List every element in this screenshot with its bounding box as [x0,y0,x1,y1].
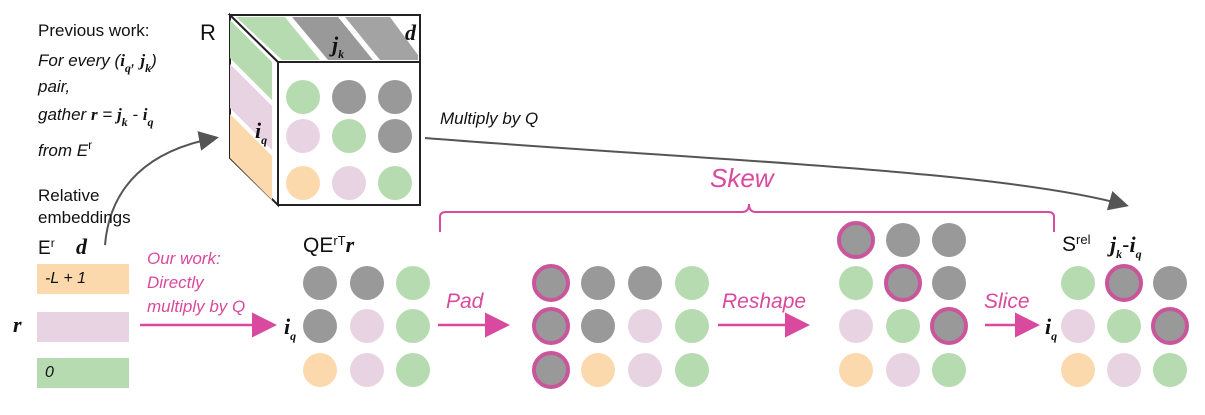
cube-top-face [227,14,421,63]
reshaped-matrix [837,221,968,387]
cube-left-face [229,12,279,208]
qer-matrix [303,266,430,387]
multiply-label: Multiply by Q [440,109,539,128]
cube-label-iq: iq [255,118,268,147]
er-label: Er [38,236,55,259]
multiply-arrow [424,137,1129,211]
pad-label: Pad [446,290,484,313]
gather-arrow [104,131,219,246]
srel-label: Srel [1062,232,1091,256]
our-work-line2: Directly [147,273,204,292]
embedding-bar-top: -L + 1 [37,264,129,294]
prev-work-line5: from Er [38,138,93,160]
slice-label: Slice [984,290,1030,313]
reshape-label: Reshape [722,290,807,313]
prev-work-title: Previous work: [38,21,150,40]
embedding-bar-bottom: 0 [37,358,129,388]
prev-work-line2: For every (iq, jk) [38,51,157,75]
skew-label: Skew [710,163,774,193]
cube-label-d: d [405,20,416,45]
relative-label-line1: Relative [38,186,100,205]
srel-jk-iq-label: jk-iq [1110,232,1142,261]
prev-work-line4: gather r = jk - iq [38,105,154,129]
srel-matrix [1061,264,1189,387]
prev-work-line3: pair, [38,77,71,96]
our-work-line3: multiply by Q [147,297,246,316]
qer-label: QErTr [303,232,355,257]
bars-r-label: r [13,312,22,337]
skew-bracket [439,203,1055,232]
cube-circles [286,80,412,200]
our-work-line1: Our work: [147,249,221,268]
embedding-bar-middle [37,312,129,342]
cube-label-jk: jk [332,32,345,61]
cube-label-r: R [200,20,216,45]
er-d-label: d [76,234,87,259]
srel-iq-label: iq [1045,314,1058,343]
relative-label-line2: embeddings [38,208,131,227]
padded-matrix [532,264,709,389]
qer-iq-label: iq [284,314,297,343]
